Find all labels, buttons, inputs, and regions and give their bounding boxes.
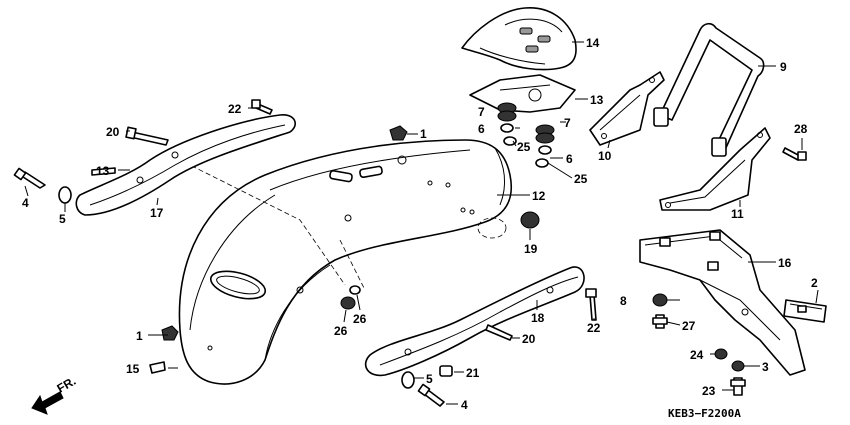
callout-5-left: 5 xyxy=(59,212,66,226)
rubber-mounts xyxy=(497,102,555,168)
callout-26-right: 26 xyxy=(353,312,367,326)
callout-25-right: 25 xyxy=(574,172,588,186)
callout-4-left: 4 xyxy=(22,196,29,210)
callout-2: 2 xyxy=(811,276,818,290)
callout-14: 14 xyxy=(586,36,600,50)
callout-6-right: 6 xyxy=(566,152,573,166)
callout-7-left: 7 xyxy=(478,105,485,119)
callout-19: 19 xyxy=(524,242,538,256)
leader-lines xyxy=(24,41,819,405)
left-rail xyxy=(75,114,296,216)
callout-25-left: 25 xyxy=(517,140,531,154)
callout-6-left: 6 xyxy=(478,122,485,136)
callout-4-bottom: 4 xyxy=(461,398,468,412)
callout-28: 28 xyxy=(794,122,808,136)
callout-15: 15 xyxy=(126,362,140,376)
rear-fender xyxy=(169,139,512,385)
rear-cover xyxy=(461,7,577,71)
callout-5-bottom: 5 xyxy=(426,372,433,386)
callout-7-right: 7 xyxy=(564,116,571,130)
callout-3: 3 xyxy=(762,360,769,374)
callout-22-lower: 22 xyxy=(587,321,601,335)
callout-27: 27 xyxy=(682,319,696,333)
front-direction-arrow-icon xyxy=(31,391,64,415)
callout-13-left: 13 xyxy=(96,164,110,178)
callout-8: 8 xyxy=(620,294,627,308)
callout-12: 12 xyxy=(532,189,546,203)
callout-13-right: 13 xyxy=(590,93,604,107)
callout-9: 9 xyxy=(780,60,787,74)
callout-17: 17 xyxy=(150,206,164,220)
callout-23: 23 xyxy=(702,384,716,398)
callout-11: 11 xyxy=(731,207,744,221)
callout-1-lower: 1 xyxy=(136,329,143,343)
bracket-11 xyxy=(659,127,771,211)
callout-20-lower: 20 xyxy=(522,332,536,346)
callout-24: 24 xyxy=(690,348,704,362)
bracket-10 xyxy=(589,71,665,146)
hardware xyxy=(13,99,807,407)
direction-label: FR. xyxy=(55,374,79,396)
license-bracket xyxy=(639,229,806,376)
grab-rail xyxy=(653,22,765,157)
callout-20-upper: 20 xyxy=(106,125,120,139)
reflector xyxy=(783,299,827,323)
callout-1-upper: 1 xyxy=(420,127,427,141)
diagram-code: KEB3−F2200A xyxy=(668,407,741,420)
callout-21: 21 xyxy=(466,366,480,380)
callout-22-upper: 22 xyxy=(228,102,242,116)
right-rail xyxy=(364,266,585,377)
callout-26-left: 26 xyxy=(334,324,348,338)
callout-18: 18 xyxy=(531,311,545,325)
callout-10: 10 xyxy=(598,149,612,163)
mount-plate xyxy=(469,74,576,113)
callout-16: 16 xyxy=(778,256,792,270)
